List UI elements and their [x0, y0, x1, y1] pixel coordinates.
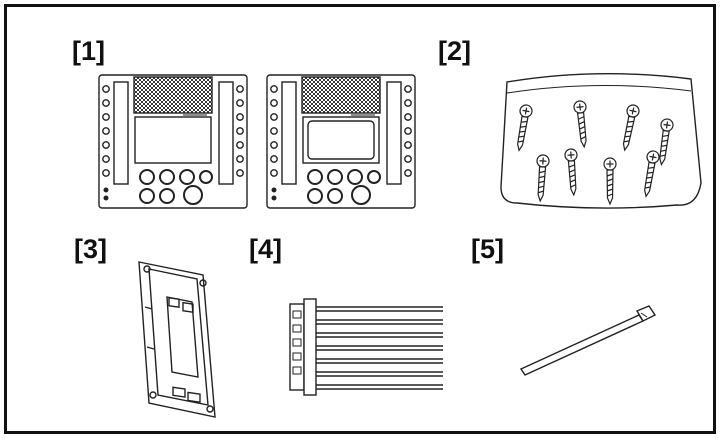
item-label-5: [5]	[471, 234, 504, 264]
cable-tie	[519, 305, 657, 376]
screw	[644, 150, 660, 198]
screw	[603, 157, 617, 206]
item-label-4: [4]	[249, 234, 282, 264]
item-label-3: [3]	[74, 234, 107, 264]
item-label-2: [2]	[438, 36, 471, 66]
parts-figure-frame: [1] [2] [3] [4] [5]	[4, 4, 716, 434]
mounting-bracket	[138, 261, 216, 418]
intercom-unit-left	[98, 74, 248, 209]
screws	[517, 100, 674, 206]
screw	[659, 118, 674, 167]
screw-bag	[500, 72, 702, 209]
item-label-1: [1]	[72, 36, 105, 66]
screw	[622, 104, 640, 152]
screw	[517, 104, 533, 152]
intercom-unit-right	[266, 74, 416, 209]
wire-connector	[289, 298, 443, 396]
screw	[564, 148, 578, 197]
screw	[573, 100, 587, 149]
parts-illustration	[98, 72, 702, 418]
screw	[536, 154, 550, 203]
